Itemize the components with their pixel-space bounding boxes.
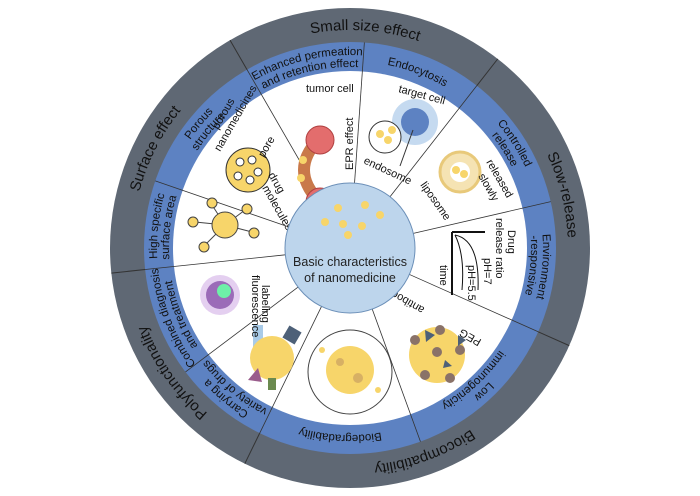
- surface-area-illustration: [187, 197, 260, 253]
- peg-antibody-illustration: [409, 325, 466, 383]
- labeling-label: labeling: [259, 285, 271, 323]
- time-label: time: [437, 265, 449, 286]
- sector-divider: [185, 286, 299, 373]
- sector-divider: [371, 308, 421, 442]
- sector-divider: [155, 180, 289, 228]
- sector-divider: [413, 201, 551, 234]
- release-graph: [451, 231, 485, 295]
- biodegradable-illustration: [307, 329, 393, 415]
- center-title-line1: Basic characteristics: [293, 255, 407, 269]
- sector-divider: [259, 306, 322, 434]
- outer-divider: [537, 331, 570, 347]
- sector-divider: [409, 274, 539, 333]
- liposome-illustration: [438, 150, 482, 194]
- outer-divider: [244, 432, 261, 464]
- ph55-label: pH=5.5: [465, 265, 477, 301]
- porous-illustration: [225, 147, 271, 193]
- fluorescence-label: fluorescence: [249, 275, 261, 337]
- release-ratio-label: release ratio: [493, 218, 505, 279]
- sector-divider: [145, 254, 286, 270]
- outer-divider: [476, 58, 499, 86]
- outer-divider: [111, 269, 146, 274]
- multi-drug-illustration: [248, 325, 302, 390]
- center-title-line2: of nanomedicine: [304, 271, 396, 285]
- tumor-cell-label: tumor cell: [306, 83, 354, 95]
- ph7-label: pH=7: [481, 258, 493, 285]
- center-particles: [321, 201, 384, 239]
- center-circle: [284, 182, 416, 314]
- sector-divider: [389, 85, 478, 198]
- sector-divider: [354, 42, 365, 184]
- epr-effect-label: EPR effect: [344, 118, 356, 170]
- fluorescence-illustration: [200, 275, 240, 315]
- drug-label: Drug: [505, 230, 517, 254]
- endocytosis-illustration: [368, 99, 438, 167]
- outer-divider: [229, 39, 248, 70]
